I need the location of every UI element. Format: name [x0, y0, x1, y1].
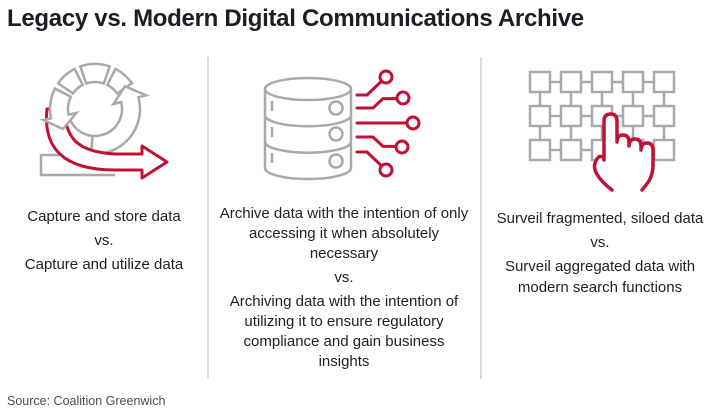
ring-arrowhead-left: [39, 86, 80, 131]
circuit-traces: [355, 69, 421, 178]
versus-label: vs.: [94, 232, 114, 249]
column-capture-text: Capture and store data vs. Capture and u…: [6, 206, 202, 275]
modern-statement: Archiving data with the intention of uti…: [229, 293, 459, 370]
database-circuit-icon: [263, 69, 421, 181]
versus-label: vs.: [334, 269, 354, 286]
versus-label: vs.: [590, 234, 610, 251]
database-stack: [263, 76, 353, 181]
column-archive-text: Archive data with the intention of only …: [218, 204, 470, 372]
cycle-ring: [39, 62, 151, 177]
page-title: Legacy vs. Modern Digital Communications…: [7, 5, 584, 32]
modern-statement: Capture and utilize data: [24, 256, 184, 273]
legacy-statement: Capture and store data: [27, 208, 181, 225]
red-breakout-arrow: [44, 105, 169, 180]
column-divider-left: [207, 57, 209, 379]
modern-statement: Surveil aggregated data with modern sear…: [504, 258, 696, 296]
pointer-hand-icon: [592, 112, 655, 192]
legacy-statement: Surveil fragmented, siloed data: [496, 210, 704, 227]
source-note: Source: Coalition Greenwich: [7, 394, 166, 408]
cycle-arrows-icon: [39, 62, 169, 180]
grid-connectors: [538, 80, 666, 152]
column-surveil-text: Surveil fragmented, siloed data vs. Surv…: [485, 208, 715, 298]
column-divider-right: [480, 57, 482, 379]
grid-pointer-icon: [528, 70, 676, 192]
legacy-statement: Archive data with the intention of only …: [219, 205, 469, 262]
ring-arrowhead-right: [89, 84, 151, 156]
inner-arc: [67, 113, 112, 138]
